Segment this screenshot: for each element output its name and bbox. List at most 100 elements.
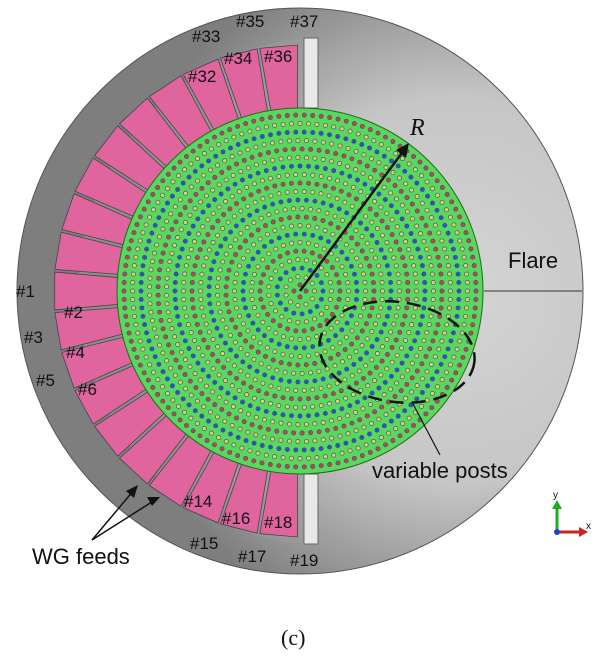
post [445,313,451,319]
post [289,413,294,419]
post [255,170,261,176]
post [318,113,324,119]
post [314,273,320,278]
post [388,280,394,285]
post [357,159,363,165]
post [287,361,292,367]
post [140,313,146,319]
post [369,344,375,349]
post [328,203,334,209]
post [376,416,382,422]
post [322,454,328,460]
post [284,447,290,452]
post [206,418,212,424]
post [205,232,211,238]
post [306,121,311,127]
post [353,409,358,415]
post [185,254,191,260]
post [427,230,433,236]
post [353,228,359,233]
post [301,328,307,334]
post [182,238,188,244]
post [312,260,317,266]
post [447,280,453,285]
post [175,263,181,269]
post [394,367,400,373]
post [324,366,330,372]
post [379,280,385,285]
post [348,313,354,319]
post [374,240,380,245]
post [354,288,360,294]
post [249,296,255,302]
post [356,368,362,374]
post [172,334,178,340]
post [343,440,349,446]
post [367,431,372,437]
post [457,214,463,220]
post [374,351,380,356]
post [251,356,257,362]
post [384,210,390,216]
post [279,262,285,268]
post [372,378,377,383]
post [358,220,363,226]
post [173,305,179,311]
post [272,349,278,354]
post [305,336,311,342]
post [326,337,331,343]
post [240,288,246,294]
post [367,313,373,319]
post [190,353,196,359]
post [145,199,151,205]
post [297,396,303,402]
post [188,330,194,336]
post [152,222,158,228]
post [284,172,290,178]
post [405,297,411,302]
post [240,217,246,223]
post [393,426,399,431]
post [234,305,240,311]
post [320,288,326,294]
post [178,227,184,233]
post [473,280,479,285]
post [227,332,233,338]
post [149,346,155,352]
post [223,292,229,298]
post [229,193,235,199]
post [329,158,334,164]
post [329,141,335,147]
post [428,361,434,367]
post [376,160,382,166]
post [255,349,261,355]
post [137,238,143,244]
post [277,323,283,329]
post [320,218,326,224]
post [194,178,200,184]
post [247,128,253,134]
post [337,288,343,294]
post [272,410,278,416]
post [284,113,290,118]
post [329,288,334,294]
post [243,455,249,461]
post [364,163,370,169]
post [123,313,129,319]
post [339,264,345,270]
post [184,154,189,159]
post [133,254,139,260]
post [238,408,244,414]
post [438,271,444,277]
post [134,354,140,360]
post [193,385,199,391]
post [414,353,420,359]
post [164,275,170,281]
post [211,259,217,265]
post [442,330,447,336]
post [210,240,216,245]
post [373,321,379,327]
post [186,231,192,236]
post [289,336,295,342]
post [360,305,366,311]
